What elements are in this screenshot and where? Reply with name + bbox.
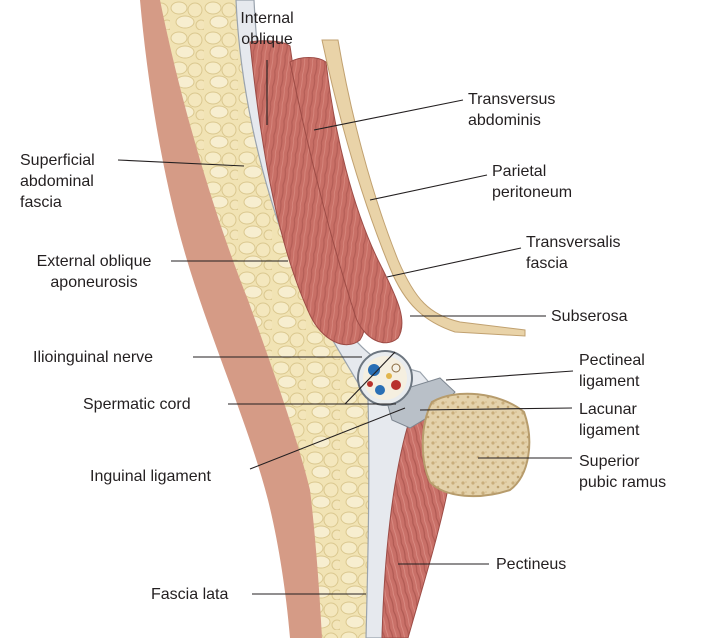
- label-external-oblique-line2: aponeurosis: [20, 272, 168, 293]
- label-transversalis-line2: fascia: [526, 253, 621, 274]
- label-inguinal-ligament: Inguinal ligament: [90, 466, 211, 487]
- label-pectineal-line2: ligament: [579, 371, 645, 392]
- label-transversalis-line1: Transversalis: [526, 232, 621, 253]
- label-lacunar-line1: Lacunar: [579, 399, 639, 420]
- label-spermatic-cord: Spermatic cord: [83, 394, 191, 415]
- label-pectineus: Pectineus: [496, 554, 566, 575]
- label-transversus-line1: Transversus: [468, 89, 555, 110]
- label-subserosa: Subserosa: [551, 306, 628, 327]
- label-parietal-peritoneum: Parietal peritoneum: [492, 161, 572, 203]
- label-parietal-line2: peritoneum: [492, 182, 572, 203]
- label-superficial-line1: Superficial: [20, 150, 95, 171]
- label-ilioinguinal-nerve: Ilioinguinal nerve: [33, 347, 153, 368]
- label-pectineal-ligament: Pectineal ligament: [579, 350, 645, 392]
- spermatic-cord: [358, 351, 412, 405]
- label-superficial-abdominal-fascia: Superficial abdominal fascia: [20, 150, 95, 213]
- label-lacunar-line2: ligament: [579, 420, 639, 441]
- label-transversalis-fascia: Transversalis fascia: [526, 232, 621, 274]
- label-internal-oblique-line2: oblique: [218, 29, 316, 50]
- label-internal-oblique: Internal oblique: [218, 8, 316, 50]
- leader-parietal-peritoneum: [370, 175, 487, 200]
- label-superior-pubic-ramus: Superior pubic ramus: [579, 451, 666, 493]
- label-superficial-line3: fascia: [20, 192, 95, 213]
- label-external-oblique-line1: External oblique: [20, 251, 168, 272]
- leader-transversus-abdominis: [314, 100, 463, 130]
- label-parietal-line1: Parietal: [492, 161, 572, 182]
- label-pectineal-line1: Pectineal: [579, 350, 645, 371]
- label-transversus-line2: abdominis: [468, 110, 555, 131]
- label-fascia-lata: Fascia lata: [151, 584, 228, 605]
- label-transversus-abdominis: Transversus abdominis: [468, 89, 555, 131]
- label-superficial-line2: abdominal: [20, 171, 95, 192]
- label-external-oblique-aponeurosis: External oblique aponeurosis: [20, 251, 168, 293]
- label-lacunar-ligament: Lacunar ligament: [579, 399, 639, 441]
- label-internal-oblique-line1: Internal: [218, 8, 316, 29]
- leader-transversalis-fascia: [387, 248, 521, 277]
- label-pubic-ramus-line2: pubic ramus: [579, 472, 666, 493]
- label-pubic-ramus-line1: Superior: [579, 451, 666, 472]
- leader-pectineal: [446, 371, 573, 380]
